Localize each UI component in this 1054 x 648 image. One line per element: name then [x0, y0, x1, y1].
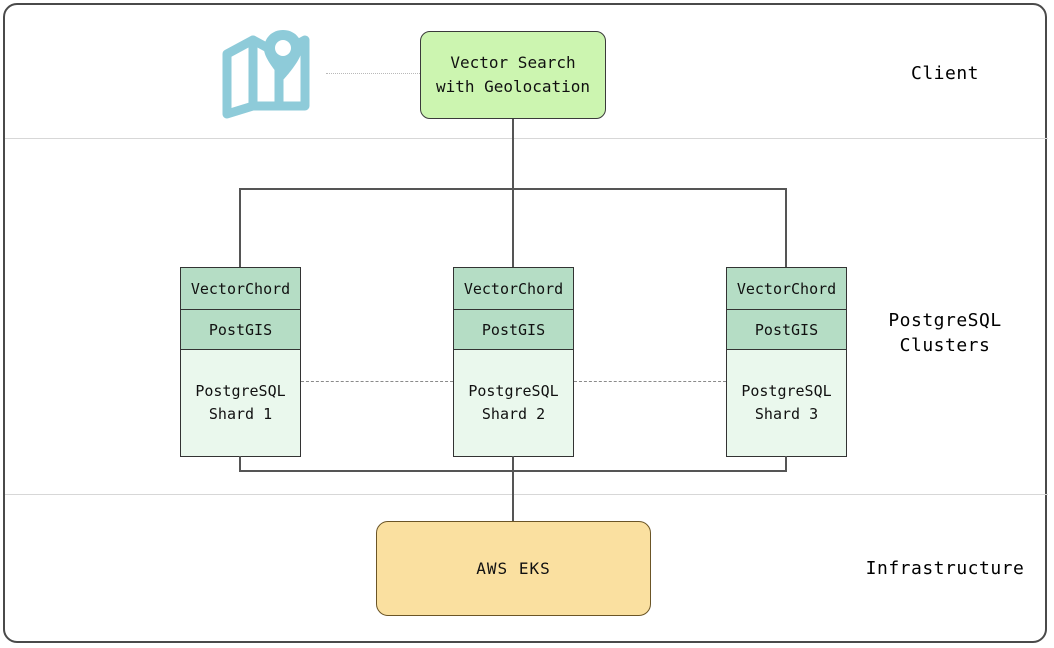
- map-pin-icon: [219, 26, 323, 121]
- cluster-postgresql-shard-2[interactable]: VectorChord PostGIS PostgreSQL Shard 2: [453, 267, 574, 457]
- cluster-1-vectorchord-band: VectorChord: [181, 268, 300, 310]
- connector-bus-to-cluster-3: [785, 188, 787, 268]
- cluster-1-shard-label: PostgreSQL Shard 1: [181, 350, 300, 456]
- cluster-2-shard-label: PostgreSQL Shard 2: [454, 350, 573, 456]
- connector-cluster-1-to-bottom-bus: [239, 456, 241, 471]
- cluster-1-postgis-band: PostGIS: [181, 310, 300, 350]
- lane-divider-clusters-infrastructure: [5, 494, 1048, 495]
- cluster-2-postgis-band: PostGIS: [454, 310, 573, 350]
- node-aws-eks[interactable]: AWS EKS: [376, 521, 651, 616]
- cluster-2-vectorchord-band: VectorChord: [454, 268, 573, 310]
- connector-bus-to-cluster-2: [512, 188, 514, 268]
- connector-cluster-3-to-bottom-bus: [785, 456, 787, 471]
- connector-bus-to-cluster-1: [239, 188, 241, 268]
- lane-label-client: Client: [910, 63, 980, 84]
- cluster-3-shard-label: PostgreSQL Shard 3: [727, 350, 846, 456]
- connector-vector-search-to-bus: [512, 119, 514, 188]
- connector-map-to-vector-search: [326, 73, 420, 74]
- connector-shard-2-to-shard-3: [574, 381, 726, 382]
- node-vector-search-with-geolocation[interactable]: Vector Search with Geolocation: [420, 31, 606, 119]
- cluster-postgresql-shard-1[interactable]: VectorChord PostGIS PostgreSQL Shard 1: [180, 267, 301, 457]
- connector-shard-1-to-shard-2: [301, 381, 453, 382]
- lane-divider-client-clusters: [5, 138, 1048, 139]
- lane-label-infrastructure: Infrastructure: [865, 558, 1025, 579]
- cluster-postgresql-shard-3[interactable]: VectorChord PostGIS PostgreSQL Shard 3: [726, 267, 847, 457]
- connector-bottom-bus-to-eks: [512, 456, 514, 521]
- cluster-3-postgis-band: PostGIS: [727, 310, 846, 350]
- cluster-3-vectorchord-band: VectorChord: [727, 268, 846, 310]
- lane-label-postgresql-clusters: PostgreSQL Clusters: [888, 310, 1002, 356]
